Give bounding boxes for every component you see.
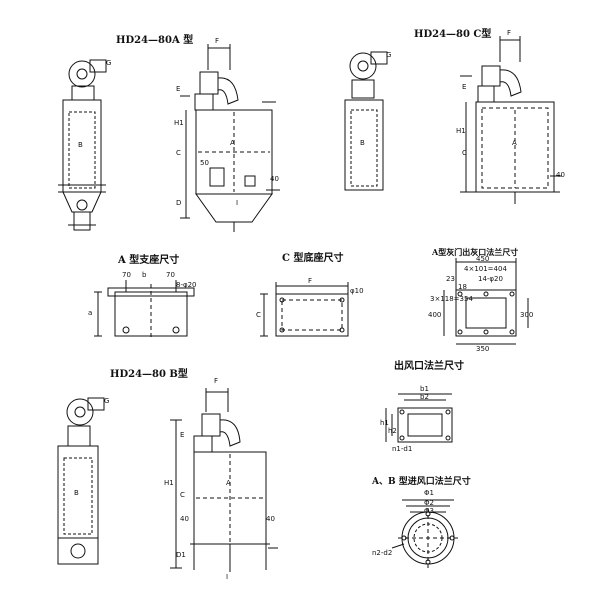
heading-a-ash-flange: A型灰门出灰口法兰尺寸 [432, 247, 519, 257]
dim-40-a: 40 [270, 175, 279, 183]
dim-b2: b2 [420, 393, 429, 401]
dim-i-b: I [226, 573, 229, 581]
dim-b-support: b [142, 271, 147, 279]
title-hd-b: HD24—80 B型 [110, 369, 188, 380]
c-base-drawing [260, 282, 348, 336]
motor-c [482, 66, 500, 86]
dim-a-c: A [512, 139, 517, 147]
dim-h2-flange: h2 [388, 427, 397, 435]
dim-350: 350 [476, 345, 490, 353]
dim-d-a: D [176, 199, 182, 207]
dim-c-base: C [256, 311, 261, 319]
dim-h1-c: H1 [456, 127, 466, 135]
hd-a-drawing [58, 44, 280, 232]
dim-50-a: 50 [200, 159, 209, 167]
dim-f-c: F [507, 29, 512, 37]
dim-e-b: E [180, 431, 185, 439]
dim-h1-a: H1 [174, 119, 184, 127]
dim-b-c: B [360, 139, 365, 147]
dim-450: 450 [476, 255, 490, 263]
fan-housing-b-left [67, 399, 93, 425]
dim-18: 18 [458, 283, 467, 291]
dim-h1-flange: h1 [380, 419, 389, 427]
heading-c-base: C 型底座尺寸 [282, 253, 344, 264]
dim-23: 23 [446, 275, 455, 283]
dim-f-a: F [215, 37, 220, 45]
dim-a-b: A [226, 479, 231, 487]
dim-40-c: 40 [556, 171, 565, 179]
dim-70-left: 70 [122, 271, 131, 279]
dim-g-a: G [106, 59, 112, 67]
dim-phi1: Φ1 [424, 489, 434, 497]
title-hd-a: HD24—80A 型 [116, 35, 194, 46]
dim-300: 300 [520, 311, 534, 319]
fan-housing-c-left [350, 53, 376, 79]
hd-c-drawing [345, 36, 562, 204]
dim-400: 400 [428, 311, 442, 319]
ab-inlet-flange-drawing [392, 500, 458, 568]
dim-a-support: a [88, 309, 93, 317]
motor-a [200, 72, 218, 94]
dim-phi10: φ10 [350, 287, 364, 295]
heading-ab-inlet-flange: A、B 型进风口法兰尺寸 [372, 477, 471, 487]
dim-n2d2: n2-d2 [372, 549, 393, 557]
dim-phi3: Φ3 [424, 507, 434, 515]
dim-c-b: C [180, 491, 185, 499]
dim-40-b-right: 40 [266, 515, 275, 523]
dim-row1: 4×101=404 [464, 265, 507, 273]
outlet-flange-drawing [386, 394, 452, 442]
dim-i-a: I [236, 199, 239, 207]
dim-b1: b1 [420, 385, 429, 393]
dim-e-a: E [176, 85, 181, 93]
ash-flange-outer [456, 290, 516, 336]
dim-g-c: G [386, 51, 392, 59]
dim-40-b: 40 [180, 515, 189, 523]
heading-outlet-flange: 出风口法兰尺寸 [394, 361, 464, 372]
dim-d1-b: D1 [176, 551, 186, 559]
dim-g-b: G [104, 397, 110, 405]
heading-a-support: A 型支座尺寸 [118, 255, 180, 266]
fan-housing-a-left [69, 61, 95, 87]
dim-c-c: C [462, 149, 467, 157]
dim-phi2: Φ2 [424, 499, 434, 507]
dim-hole-a: 8-φ20 [176, 281, 197, 289]
dim-side: 3×118=354 [430, 295, 473, 303]
dim-h1-b: H1 [164, 479, 174, 487]
title-hd-c: HD24—80 C型 [414, 29, 492, 40]
dim-b-b: B [74, 489, 79, 497]
dim-a-a: A [230, 139, 235, 147]
dim-e-c: E [462, 83, 467, 91]
hd-b-drawing [58, 388, 278, 572]
dim-70-right: 70 [166, 271, 175, 279]
outlet-flange-outer [398, 408, 452, 442]
dim-n1d1: n1-d1 [392, 445, 413, 453]
body-c-left [345, 100, 383, 190]
dim-f-base: F [308, 277, 313, 285]
motor-b [202, 414, 220, 436]
dim-c-a: C [176, 149, 181, 157]
a-support-drawing [94, 280, 194, 340]
c-base-outline [276, 294, 348, 336]
dim-row2: 14-φ20 [478, 275, 503, 283]
dim-b-a: B [78, 141, 83, 149]
dim-f-b: F [214, 377, 219, 385]
a-ash-flange-drawing [444, 258, 528, 344]
